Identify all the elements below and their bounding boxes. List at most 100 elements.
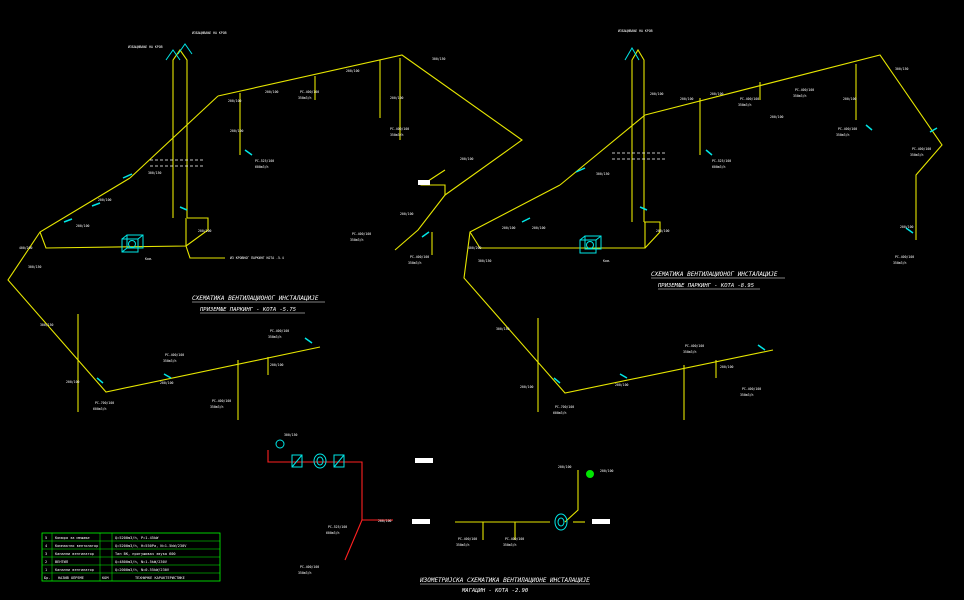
tag-text: 350m3/h: [893, 261, 907, 265]
tag-text: 200/100: [615, 383, 629, 387]
tag-text: РС-400/100: [270, 329, 289, 333]
legend-header-qty: КОМ: [102, 576, 109, 580]
continue-note: ИЗ КРОВНОГ ПАРКИНГ КОТА -5.4: [230, 256, 284, 260]
tag-text: 200/100: [378, 519, 392, 523]
tag-text: 200/100: [98, 198, 112, 202]
bottom-left-riser: [267, 450, 393, 561]
tag-text: PC-700/100: [555, 405, 574, 409]
left-schematic: [7, 49, 523, 420]
tag-text: 200/100: [680, 97, 694, 101]
bottom-right-equipment: [554, 470, 594, 531]
tag-text: 350m3/h: [298, 96, 312, 100]
legend-num: 2: [45, 560, 47, 564]
tag-text: РС-400/100: [165, 353, 184, 357]
legend-name: Коморa за мешање: [55, 536, 90, 540]
tag-text: PC-525/100: [255, 159, 274, 163]
tag-text: 300/150: [148, 171, 162, 175]
tag-text: РС-400/100: [300, 565, 319, 569]
tag-text: 600m3/h: [712, 165, 726, 169]
tag-text: 350m3/h: [910, 153, 924, 157]
drawing-titles: СХЕМАТИКА ВЕНТИЛАЦИОНОГ ИНСТАЛАЦИЈЕ ПРИЗ…: [192, 271, 785, 594]
tag-text: Ком.: [145, 257, 153, 261]
tag-text: 200/100: [198, 229, 212, 233]
tag-text: 300/150: [432, 57, 446, 61]
right-labels: 400/200 300/150 200/100 200/100 300/150 …: [468, 29, 931, 415]
left-roof-exhaust-icon: [165, 43, 193, 61]
tag-text: 200/100: [502, 226, 516, 230]
legend-num: 1: [45, 568, 47, 572]
tag-text: РС-400/100: [895, 255, 914, 259]
legend-spec: Q=4800m3/h, N=1.5kW/230V: [115, 560, 168, 564]
tag-text: 200/100: [558, 465, 572, 469]
left-drawing-title: СХЕМАТИКА ВЕНТИЛАЦИОНОГ ИНСТАЛАЦИЈЕ: [192, 295, 319, 302]
tag-text: 350m3/h: [683, 350, 697, 354]
tag-text: 350m3/h: [350, 238, 364, 242]
tag-text: 350m3/h: [163, 359, 177, 363]
tag-text: 350m3/h: [740, 393, 754, 397]
right-floor-crossing: [612, 152, 666, 160]
tag-text: 300/150: [284, 433, 298, 437]
tag-text: РС-400/100: [212, 399, 231, 403]
tag-text: 350m3/h: [738, 103, 752, 107]
tag-text: 200/100: [843, 97, 857, 101]
tag-text: 200/100: [76, 224, 90, 228]
tag-text: 200/100: [900, 225, 914, 229]
tag-text: РС-400/100: [838, 127, 857, 131]
roof-note: ИЗБАЦИВАЊЕ НА КРОВ: [128, 45, 163, 49]
tag-text: РС-400/100: [458, 537, 477, 541]
tag-text: 200/100: [346, 69, 360, 73]
tag-text: РС-400/100: [742, 387, 761, 391]
bottom-drawing-subtitle: МАГАЦИН - КОТА -2.90: [461, 588, 529, 594]
roof-note: ИЗБАЦИВАЊЕ НА КРОВ: [618, 29, 653, 33]
tag-text: PC-525/100: [712, 159, 731, 163]
tag-boxes: [412, 180, 610, 524]
tag-text: РС-400/100: [390, 127, 409, 131]
tag-text: 300/150: [40, 323, 54, 327]
tag-text: РС-400/100: [300, 90, 319, 94]
left-air-handling-unit: [121, 234, 144, 253]
tag-text: 200/100: [230, 129, 244, 133]
legend-spec: Q=5200m3/h, H=550Pa, N=1.5kW/230V: [115, 544, 187, 548]
tag-text: 350m3/h: [210, 405, 224, 409]
tag-text: 200/100: [160, 381, 174, 385]
tag-text: 200/100: [710, 92, 724, 96]
tag-text: 300/150: [596, 172, 610, 176]
tag-text: 350m3/h: [408, 261, 422, 265]
tag-text: 350m3/h: [456, 543, 470, 547]
right-drawing-title: СХЕМАТИКА ВЕНТИЛАЦИОНОГ ИНСТАЛАЦИЈЕ: [651, 271, 778, 278]
tag-text: РС-400/100: [410, 255, 429, 259]
tag-text: 600m3/h: [553, 411, 567, 415]
legend-name: ВЕНТИЛ: [55, 560, 68, 564]
bottom-labels: 300/150 PC-525/100 600m3/h РС-400/100 35…: [284, 433, 614, 575]
legend-name: Компактни вентилатор: [55, 544, 98, 548]
bottom-drawing-title: ИЗОМЕТРИЈСКА СХЕМАТИКА ВЕНТИЛАЦИОНЕ ИНСТ…: [419, 577, 590, 584]
left-floor-crossing: [150, 159, 205, 167]
tag-text: 200/100: [390, 96, 404, 100]
legend-header-name: НАЗИВ ОПРЕМЕ: [58, 576, 84, 580]
tag-text: 600m3/h: [326, 531, 340, 535]
legend-num: 3: [45, 552, 47, 556]
tag-text: 400/200: [468, 246, 482, 250]
tag-text: 350m3/h: [836, 133, 850, 137]
bottom-left-equipment: [275, 439, 345, 469]
tag-text: 200/100: [532, 226, 546, 230]
tag-text: PC-700/100: [95, 401, 114, 405]
tag-text: PC-525/100: [328, 525, 347, 529]
right-drawing-subtitle: ПРИЗЕМЉЕ ПАРКИНГ - КОТА -8.95: [657, 283, 754, 289]
left-labels: 400/200 300/150 200/100 200/100 300/150 …: [19, 31, 474, 411]
tag-text: 200/100: [66, 380, 80, 384]
tag-text: 400/200: [19, 246, 33, 250]
equipment-legend-table: 5 Коморa за мешање Q=5200m3/h, P=1.45kW …: [41, 532, 221, 582]
tag-text: 350m3/h: [503, 543, 517, 547]
legend-header-num: Бр.: [44, 576, 51, 580]
tag-text: 600m3/h: [93, 407, 107, 411]
legend-num: 5: [45, 536, 47, 540]
legend-spec: Тип ВК, пригушивач звука 600: [115, 552, 176, 556]
right-roof-exhaust-icon: [624, 47, 640, 61]
tag-text: 350m3/h: [793, 94, 807, 98]
tag-text: 350m3/h: [268, 335, 282, 339]
tag-text: 200/100: [400, 212, 414, 216]
tag-text: 200/100: [650, 92, 664, 96]
roof-note: ИЗБАЦИВАЊЕ НА КРОВ: [192, 31, 227, 35]
